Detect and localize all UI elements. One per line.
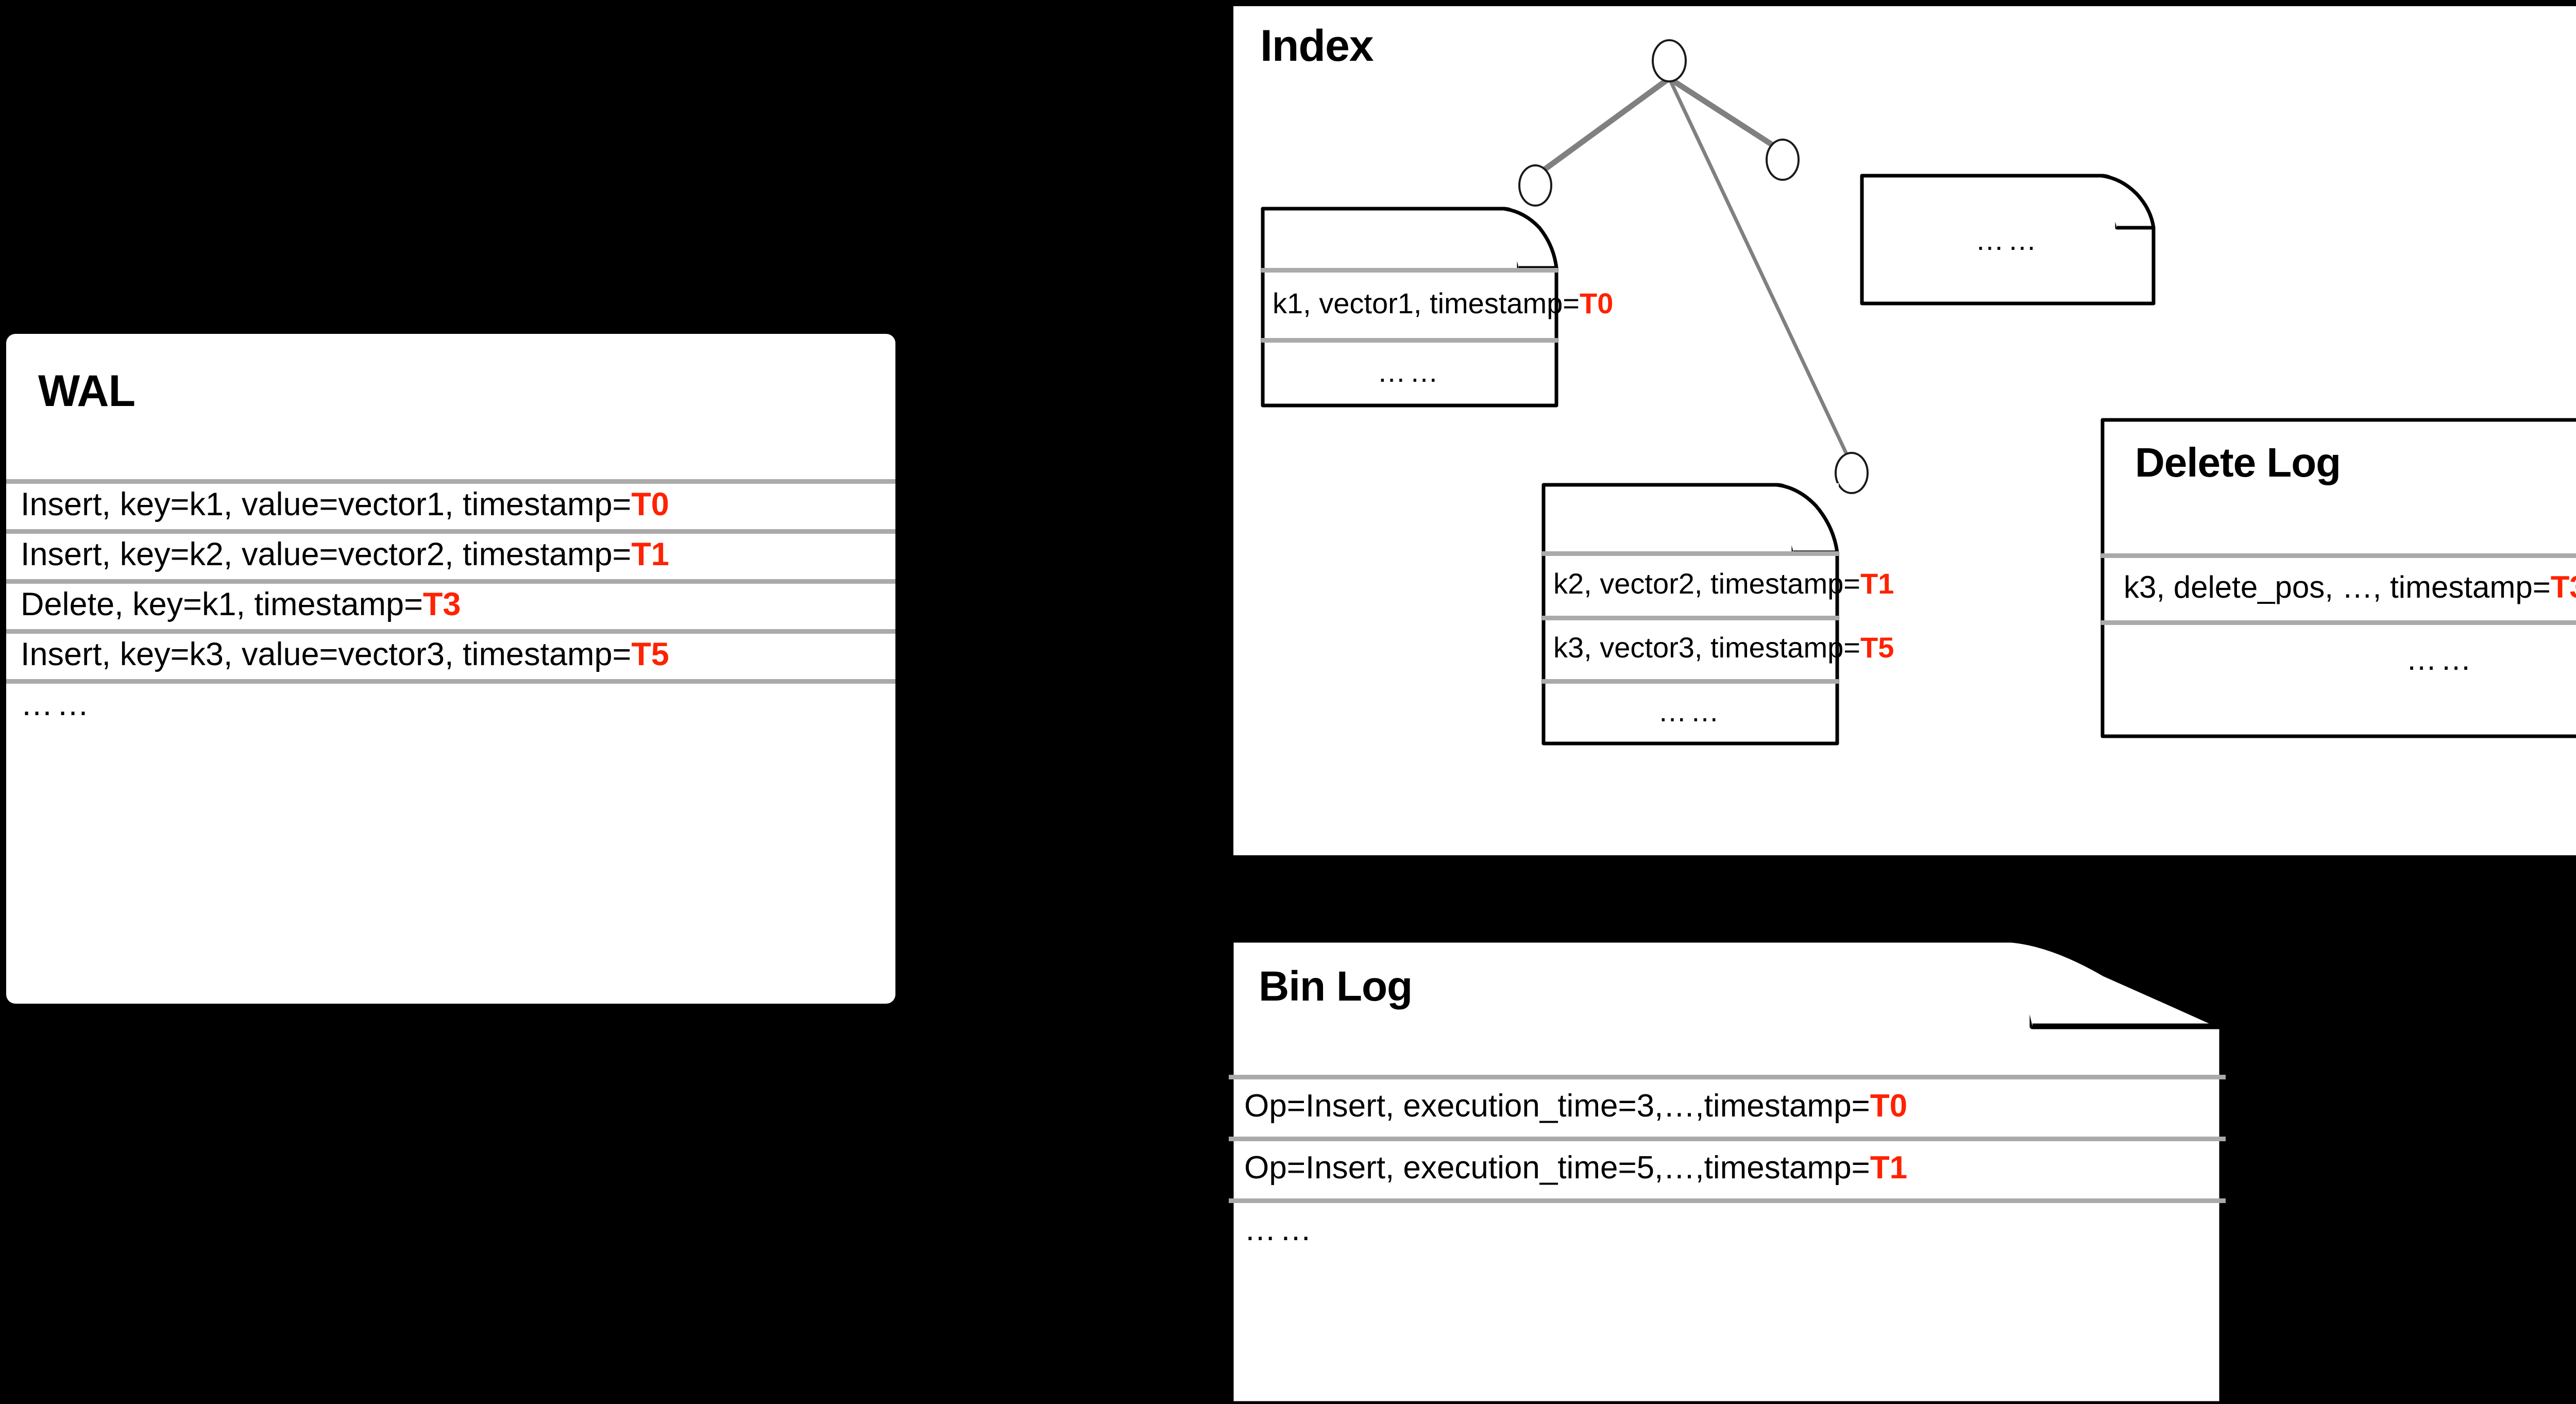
leaf-bottom-text-1: k3, vector3, timestamp= (1553, 631, 1861, 664)
leaf-left-divider-1 (1261, 338, 1558, 343)
wal-row-ts-3: T5 (631, 636, 669, 672)
wal-row-text-0: Insert, key=k1, value=vector1, timestamp… (21, 486, 632, 522)
tree-node-bottom (1835, 452, 1869, 494)
leaf-bottom-divider-2 (1542, 679, 1839, 684)
bin-log-divider-0 (1229, 1075, 2226, 1079)
bin-log-outline (1228, 937, 2225, 1404)
leaf-right-text-0: …… (1975, 223, 2040, 256)
wal-row-ts-0: T0 (631, 486, 669, 522)
index-leaf-left: k1, vector1, timestamp=T0 …… (1261, 207, 1613, 408)
wal-row-0: Insert, key=k1, value=vector1, timestamp… (6, 479, 895, 529)
index-leaf-bottom: k2, vector2, timestamp=T1 k3, vector3, t… (1541, 483, 1894, 746)
bin-log-divider-1 (1229, 1137, 2226, 1141)
leaf-bottom-text-2: …… (1658, 695, 1723, 728)
tree-edge-root-bottom (1667, 77, 1854, 466)
wal-row-text-1: Insert, key=k2, value=vector2, timestamp… (21, 536, 632, 572)
bin-log-row-1: Op=Insert, execution_time=5,…,timestamp=… (1229, 1137, 2226, 1198)
wal-divider-2 (6, 579, 895, 584)
bin-log-text-2: …… (1244, 1211, 1315, 1247)
leaf-left-ts-0: T0 (1580, 286, 1614, 319)
bin-log-divider-2 (1229, 1198, 2226, 1203)
delete-log-ts-0: T3 (2550, 569, 2576, 604)
bin-log-title: Bin Log (1259, 963, 1413, 1010)
wal-panel: WAL Insert, key=k1, value=vector1, times… (6, 334, 895, 1004)
leaf-left-text-1: …… (1377, 356, 1442, 388)
delete-log-text-1: …… (2406, 641, 2475, 676)
wal-row-ts-1: T1 (631, 536, 669, 572)
leaf-bottom-divider-0 (1542, 551, 1839, 556)
wal-divider-3 (6, 629, 895, 634)
delete-log-divider-0 (2101, 553, 2576, 558)
bin-log-ts-1: T1 (1870, 1149, 1908, 1186)
wal-title: WAL (38, 366, 135, 416)
leaf-bottom-outline (1541, 483, 1839, 746)
leaf-bottom-ts-1: T5 (1860, 631, 1894, 664)
leaf-bottom-text-0: k2, vector2, timestamp= (1553, 567, 1861, 600)
bin-log-panel: Bin Log Op=Insert, execution_time=3,…,ti… (1228, 937, 2226, 1404)
leaf-bottom-row-1: k3, vector3, timestamp=T5 (1542, 616, 1894, 679)
leaf-bottom-row-2: …… (1542, 679, 1839, 743)
bin-log-text-0: Op=Insert, execution_time=3,…,timestamp= (1244, 1088, 1870, 1124)
bin-log-ts-0: T0 (1870, 1088, 1908, 1124)
bin-log-row-0: Op=Insert, execution_time=3,…,timestamp=… (1229, 1075, 2226, 1137)
wal-row-3: Insert, key=k3, value=vector3, timestamp… (6, 629, 895, 679)
tree-edge-root-left (1533, 76, 1671, 179)
tree-node-right (1766, 139, 1800, 181)
wal-row-4: …… (6, 679, 895, 729)
leaf-left-divider-0 (1261, 268, 1558, 273)
delete-log-text-0: k3, delete_pos, …, timestamp= (2124, 569, 2551, 604)
delete-log-row-1: …… (2101, 620, 2576, 698)
wal-divider-4 (6, 679, 895, 684)
leaf-bottom-divider-1 (1542, 616, 1839, 620)
delete-log-divider-1 (2101, 620, 2576, 625)
leaf-left-text-0: k1, vector1, timestamp= (1273, 286, 1580, 319)
leaf-left-row-0: k1, vector1, timestamp=T0 (1261, 268, 1613, 338)
wal-row-ts-2: T3 (422, 586, 461, 622)
wal-row-2: Delete, key=k1, timestamp=T3 (6, 579, 895, 629)
tree-node-left (1518, 164, 1552, 207)
leaf-left-row-1: …… (1261, 338, 1558, 405)
bin-log-row-2: …… (1229, 1198, 2226, 1260)
leaf-right-outline (1860, 174, 2156, 306)
index-leaf-right: …… (1860, 174, 2156, 306)
tree-node-root (1652, 39, 1687, 82)
bin-log-text-1: Op=Insert, execution_time=5,…,timestamp= (1244, 1149, 1870, 1186)
wal-row-1: Insert, key=k2, value=vector2, timestamp… (6, 529, 895, 579)
delete-log-outline (2100, 418, 2576, 738)
index-panel: Index k1, vector1, timestamp=T0 …… …… (1233, 6, 2576, 855)
wal-row-text-3: Insert, key=k3, value=vector3, timestamp… (21, 636, 632, 672)
delete-log-panel: Delete Log k3, delete_pos, …, timestamp=… (2100, 418, 2576, 738)
tree-edge-root-right (1668, 76, 1784, 154)
wal-row-text-4: …… (21, 686, 93, 722)
leaf-bottom-ts-0: T1 (1860, 567, 1894, 600)
wal-divider-0 (6, 479, 895, 484)
leaf-bottom-row-0: k2, vector2, timestamp=T1 (1542, 551, 1894, 616)
leaf-left-outline (1261, 207, 1558, 408)
delete-log-row-0: k3, delete_pos, …, timestamp=T3 (2101, 553, 2576, 620)
wal-divider-1 (6, 529, 895, 534)
index-title: Index (1260, 21, 1374, 71)
leaf-right-row-0: …… (1860, 174, 2155, 305)
wal-row-text-2: Delete, key=k1, timestamp= (21, 586, 423, 622)
delete-log-title: Delete Log (2135, 439, 2341, 485)
